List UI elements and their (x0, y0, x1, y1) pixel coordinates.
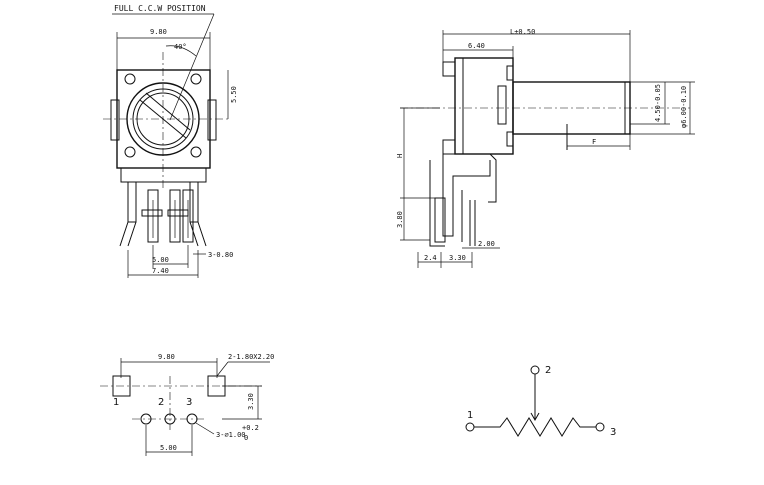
side-view: L±0.50 6.40 4.50-0.05 φ6.00-0.10 F (396, 28, 695, 268)
side-b-dim: 3.30 (449, 254, 466, 262)
side-base-dim: 3.80 (396, 211, 404, 228)
pcb-layout: 9.80 2-1.80X2.20 1 2 3 3.30 3-∅1.00 +0.2… (100, 353, 274, 456)
schematic-terminal-2: 2 (545, 365, 551, 376)
side-shaft-large-dim: φ6.00-0.10 (680, 86, 688, 128)
side-c-dim: 2.00 (478, 240, 495, 248)
pcb-offset-dim: 3.30 (247, 393, 255, 410)
pcb-slot-dim: 2-1.80X2.20 (228, 353, 274, 361)
side-length-dim: L±0.50 (510, 28, 535, 36)
side-a-dim: 2.4 (424, 254, 437, 262)
schematic-terminal-1: 1 (467, 410, 473, 421)
schematic-terminal-3: 3 (610, 427, 616, 438)
pcb-pin-1: 1 (113, 397, 119, 408)
front-view: FULL C.C.W POSITION 9.80 40° 5.50 (103, 4, 238, 278)
pcb-span-dim: 9.80 (158, 353, 175, 361)
front-view-title: FULL C.C.W POSITION (114, 4, 206, 13)
front-pitch-dim: 5.00 (152, 256, 169, 264)
pcb-tol-zero: 0 (244, 434, 248, 442)
front-height-dim: 5.50 (230, 86, 238, 103)
front-width-dim: 9.80 (150, 28, 167, 36)
pcb-holes-dim: 3-∅1.00 (216, 431, 246, 439)
pcb-pin-2: 2 (158, 397, 164, 408)
side-f-dim: F (592, 138, 596, 146)
side-h-dim: H (396, 154, 404, 158)
pcb-pitch-dim: 5.00 (160, 444, 177, 452)
side-body-dim: 6.40 (468, 42, 485, 50)
schematic-symbol: 2 1 3 (465, 365, 616, 438)
side-shaft-small-dim: 4.50-0.05 (654, 84, 662, 122)
pcb-tol-plus: +0.2 (242, 424, 259, 432)
pcb-pin-3: 3 (186, 397, 192, 408)
front-pinwidth-dim: 3-0.80 (208, 251, 233, 259)
front-span-dim: 7.40 (152, 267, 169, 275)
